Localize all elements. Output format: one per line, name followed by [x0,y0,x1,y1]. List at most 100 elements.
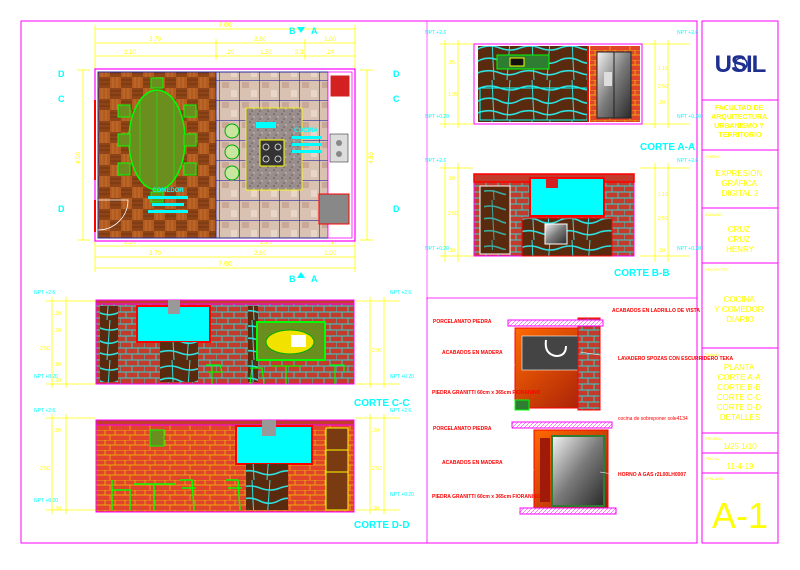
detail-label: ACABADOS EN MADERA [442,350,503,356]
alumno-label: ALUMNO: [705,212,723,217]
detail-label: HORNO A GAS r2L00LH0007 [618,472,686,478]
room-label-comedor: COMEDOR [152,188,184,194]
section-a-a: NPT +2.6 NPT +2.6 NPT +0.20 NPT +0.20 .8… [425,30,701,153]
lamina-label: N°PLANO: [705,476,724,481]
cut-marker-c: C [58,94,65,104]
detail-label: ACABADOS EN MADERA [442,460,503,466]
level-label: NPT +2.6 [34,290,55,296]
section-dim: 2.50 [40,346,50,352]
room-label-cocina: COCINA [294,128,318,134]
plan-height-right: 4.50 [369,152,375,164]
detail-label: LAVADERO SPOZAS CON ESCURRIDERO TEKA [618,356,733,362]
section-c-c: NPT +2.6 NPT +2.6 NPT +0.20 NPT +0.20 .3… [34,290,414,409]
plan-dim: 2.3 [295,50,304,56]
plan-total-bottom: 7.60 [218,261,232,268]
refrigerator-plan [318,193,350,225]
cut-marker-d: D [393,204,400,214]
plan-height-left: 4.50 [76,152,82,164]
section-dim: 2.50 [448,211,458,217]
plan-dim: 2.60 [254,37,266,43]
section-dim: .30 [372,506,379,512]
cut-marker-b-top: B [289,26,296,36]
level-label: NPT +0.20 [34,498,58,504]
level-label: NPT +2.6 [390,408,411,414]
level-label: NPT +2.6 [425,158,446,164]
cut-marker-c: C [393,94,400,104]
sheet-number: A-1 [712,495,768,536]
plan-total-top: 7.60 [218,22,232,29]
cut-marker-d: D [58,204,65,214]
level-label: NPT +2.6 [34,408,55,414]
plan-dim: 2.10 [124,50,136,56]
usil-logo: USIL [715,51,766,78]
section-dim: 2.50 [40,466,50,472]
plan-dim: 3.70 [149,251,161,257]
section-dim: .30 [54,378,61,384]
level-label: NPT +2.6 [425,30,446,36]
section-dim: .70 [372,428,379,434]
section-dim: .70 [658,100,665,106]
plan-dim: 3.70 [149,37,161,43]
level-label: NPT +2.6 [677,30,698,36]
detail-label: ACABADOS EN LADRILLO DE VISTA [612,308,700,314]
fecha-label: FECHA: [705,456,720,461]
cut-marker-d: D [393,69,400,79]
plano-label: PLANO: [705,352,720,357]
detail-label: cocina de sobreponer sole4134 [618,416,688,422]
section-b-b: NPT +2.6 NPT +2.6 NPT +0.20 NPT +0.20 .5… [425,158,701,279]
brick-wall-d [95,423,355,513]
plan-dim: 2.10 [124,240,136,246]
oven-elevation [544,223,568,245]
section-dim: 2.50 [658,84,668,90]
level-label: NPT +2.6 [677,158,698,164]
proyecto-value: COCINA Y COMEDOR DIARIO [714,295,765,324]
sheet-border [20,20,698,544]
level-label: NPT +0.20 [390,492,414,498]
plan-dim: .24 [326,50,335,56]
cut-marker-b-bottom: B [289,274,296,284]
level-label: NPT +0.20 [34,374,58,380]
curso-value: EXPRESIÓN GRÁFICA DIGITAL 2 [716,169,765,198]
plan-dim: 2.60 [254,251,266,257]
plan-dim: .20 [226,50,235,56]
section-dim: .30 [448,248,455,254]
plan-dim: 1.00 [324,251,336,257]
floor-plan: 7.60 3.70 2.60 1.00 2.10 .20 1.50 2.3 .2… [58,22,400,284]
section-title-b: CORTE B-B [614,268,670,279]
level-label: NPT +2.6 [390,290,411,296]
plan-dim: 1.50 [260,50,272,56]
section-dim: .30 [658,248,665,254]
section-title-d: CORTE D-D [354,520,410,531]
section-dim: 2.90 [372,348,382,354]
section-dim: .70 [54,328,61,334]
section-d-d: NPT +2.6 NPT +2.6 NPT +0.20 NPT +0.20 .8… [34,408,414,531]
faculty-line: FACULTAD DE ARQUITECTURA URBANISMO Y TER… [711,105,769,139]
cut-marker-a-top: A [311,26,318,36]
fecha-value: 11-4-19 [727,462,755,471]
plan-dim: 2.20 [260,240,272,246]
section-dim: 2.50 [658,216,668,222]
sink-plan [329,133,349,163]
cooktop [259,139,285,167]
section-dim: 1.15 [658,66,668,72]
hood-panel [529,177,605,217]
section-dim: .80 [54,362,61,368]
level-label: NPT +0.20 [677,114,701,120]
level-label: NPT +0.20 [425,114,449,120]
section-title-c: CORTE C-C [354,398,410,409]
cut-marker-a-bottom: A [311,274,318,284]
section-dim: .50 [448,176,455,182]
detail-label: PORCELANATO PIEDRA [433,426,492,432]
alumno-value: CRUZ CRUZ HENRY [726,225,755,254]
section-dim: .30 [54,311,61,317]
plan-dim: 1.00 [324,37,336,43]
section-dim: 2.50 [372,466,382,472]
section-dim: 1.95 [448,92,458,98]
escala-label: ESCALA: [705,436,722,441]
proyecto-label: PROYECTO: [705,267,729,272]
detail-label: PIEDRA GRANITTI 60cm x 365cm FIORANINO [432,494,541,500]
section-title-a: CORTE A-A [640,142,695,153]
section-dim: .30 [54,506,61,512]
